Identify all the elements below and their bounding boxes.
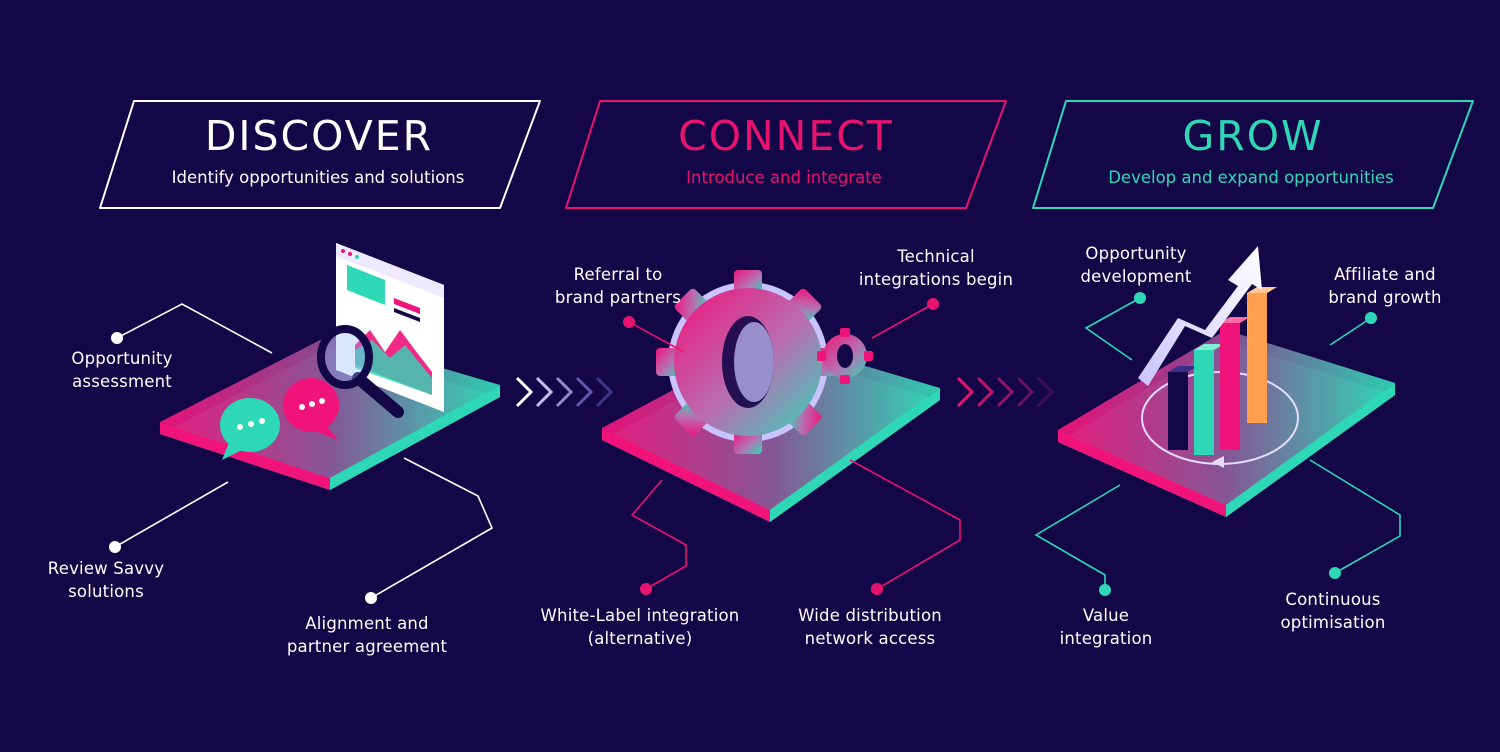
label-wide-distribution: Wide distribution network access: [798, 604, 942, 650]
connect-subtitle: Introduce and integrate: [686, 168, 882, 187]
label-opportunity-development: Opportunity development: [1080, 242, 1191, 288]
label-continuous-optimisation: Continuous optimisation: [1281, 588, 1386, 634]
connect-title: CONNECT: [678, 114, 894, 158]
label-review-savvy-solutions: Review Savvy solutions: [48, 557, 164, 603]
label-line: Alignment and: [287, 612, 447, 635]
grow-title: GROW: [1182, 114, 1323, 158]
label-value-integration: Value integration: [1060, 604, 1153, 650]
label-line: network access: [798, 627, 942, 650]
grow-dot-3: [1099, 584, 1111, 596]
connect-dot-4: [871, 583, 883, 595]
label-line: Referral to: [555, 263, 681, 286]
label-line: Opportunity: [1080, 242, 1191, 265]
grow-subtitle: Develop and expand opportunities: [1108, 168, 1394, 187]
label-line: assessment: [71, 370, 172, 393]
label-affiliate-brand-growth: Affiliate and brand growth: [1328, 263, 1441, 309]
discover-illustration: [160, 243, 500, 490]
discover-subtitle: Identify opportunities and solutions: [172, 168, 465, 187]
label-line: development: [1080, 265, 1191, 288]
label-line: (alternative): [541, 627, 740, 650]
label-line: solutions: [48, 580, 164, 603]
discover-dot-2: [109, 541, 121, 553]
label-white-label-integration: White-Label integration (alternative): [541, 604, 740, 650]
discover-dot-3: [365, 592, 377, 604]
discover-title: DISCOVER: [205, 114, 433, 158]
label-referral-brand-partners: Referral to brand partners: [555, 263, 681, 309]
label-technical-integrations: Technical integrations begin: [859, 245, 1013, 291]
grow-dot-4: [1329, 567, 1341, 579]
label-opportunity-assessment: Opportunity assessment: [71, 347, 172, 393]
label-line: brand growth: [1328, 286, 1441, 309]
grow-dot-2: [1365, 312, 1377, 324]
label-line: Review Savvy: [48, 557, 164, 580]
label-line: Technical: [859, 245, 1013, 268]
connect-dot-1: [623, 316, 635, 328]
connect-dot-2: [927, 298, 939, 310]
label-line: Continuous: [1281, 588, 1386, 611]
label-line: brand partners: [555, 286, 681, 309]
chevrons-connect-grow: [958, 378, 1052, 406]
label-line: integrations begin: [859, 268, 1013, 291]
label-line: optimisation: [1281, 611, 1386, 634]
label-line: partner agreement: [287, 635, 447, 658]
grow-dot-1: [1134, 292, 1146, 304]
label-line: White-Label integration: [541, 604, 740, 627]
label-alignment-partner-agreement: Alignment and partner agreement: [287, 612, 447, 658]
label-line: Wide distribution: [798, 604, 942, 627]
label-line: Opportunity: [71, 347, 172, 370]
label-line: Value: [1060, 604, 1153, 627]
chevrons-discover-connect: [517, 378, 611, 406]
label-line: integration: [1060, 627, 1153, 650]
connect-dot-3: [640, 583, 652, 595]
label-line: Affiliate and: [1328, 263, 1441, 286]
discover-dot-1: [111, 332, 123, 344]
